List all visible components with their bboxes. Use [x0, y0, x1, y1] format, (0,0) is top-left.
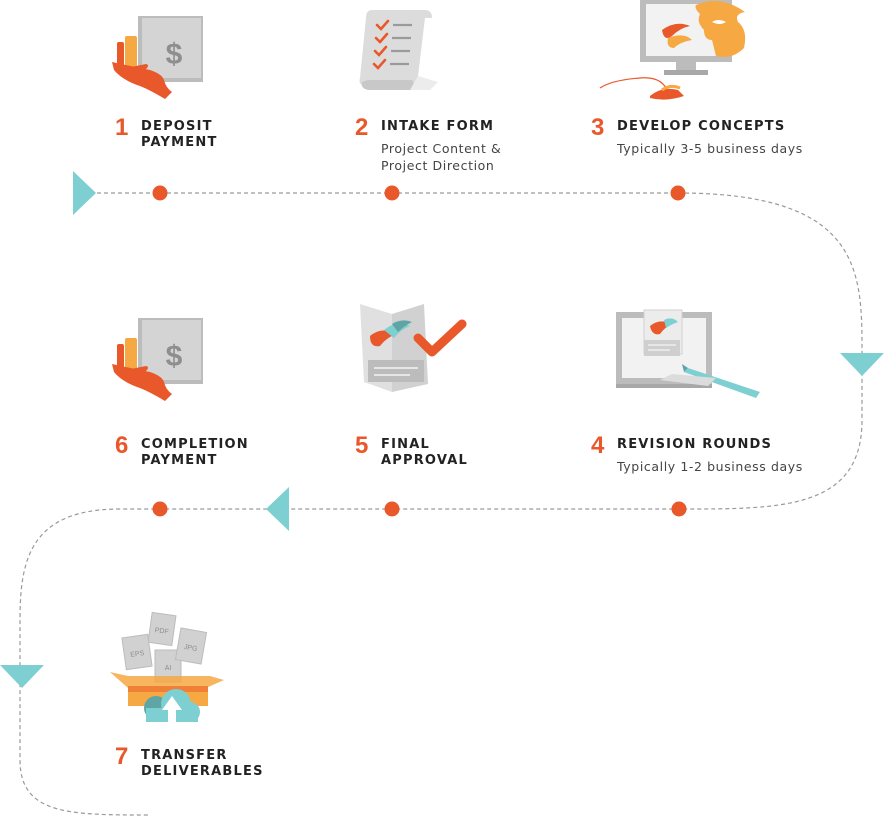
step-number: 5 — [355, 432, 369, 459]
revision-rounds-icon — [616, 309, 760, 398]
final-approval-icon — [360, 304, 467, 392]
step-title: FINAL APPROVAL — [381, 437, 468, 468]
step-dot — [670, 185, 686, 201]
step-subtitle: Project Content & Project Direction — [381, 141, 502, 173]
step-number: 1 — [115, 114, 129, 141]
arrow-down-icon — [840, 353, 884, 376]
svg-text:$: $ — [166, 340, 183, 373]
step-dot — [384, 185, 400, 201]
arrow-left-icon — [266, 487, 289, 531]
file-label: EPS — [130, 650, 145, 659]
arrow-down-icon — [0, 665, 44, 688]
file-label: AI — [165, 665, 172, 672]
file-icon: PDF — [147, 611, 177, 647]
arrow-right-icon — [73, 171, 96, 215]
step-dot — [384, 501, 400, 517]
step-title: REVISION ROUNDS — [617, 437, 773, 452]
step-number: 3 — [591, 114, 605, 141]
step-dot — [152, 501, 168, 517]
step-5: 5 FINAL APPROVAL — [355, 434, 468, 469]
step-6: 6 COMPLETION PAYMENT — [115, 434, 249, 469]
step-7: 7 TRANSFER DELIVERABLES — [115, 745, 264, 780]
completion-payment-icon: $ — [112, 318, 203, 401]
develop-concepts-icon — [599, 0, 746, 100]
file-icon: JPG — [174, 627, 208, 665]
intake-form-icon — [359, 10, 438, 90]
deposit-payment-icon: $ — [112, 16, 203, 99]
step-title: DEVELOP CONCEPTS — [617, 119, 786, 134]
process-path — [19, 192, 863, 816]
cloud-upload-icon — [144, 689, 200, 722]
step-title: TRANSFER DELIVERABLES — [141, 748, 264, 779]
step-3: 3 DEVELOP CONCEPTS Typically 3-5 busines… — [591, 116, 803, 157]
step-4: 4 REVISION ROUNDS Typically 1-2 business… — [591, 434, 803, 475]
step-subtitle: Typically 1-2 business days — [617, 459, 803, 474]
file-label: PDF — [154, 627, 169, 636]
step-1: 1 DEPOSIT PAYMENT — [115, 116, 218, 151]
step-dot — [152, 185, 168, 201]
step-number: 4 — [591, 432, 605, 459]
step-number: 7 — [115, 743, 129, 770]
svg-text:$: $ — [166, 38, 183, 71]
file-icon: EPS — [121, 633, 153, 671]
transfer-deliverables-icon: PDF EPS AI JPG — [110, 611, 224, 722]
step-title: DEPOSIT PAYMENT — [141, 119, 218, 150]
step-title: INTAKE FORM — [381, 119, 495, 134]
step-2: 2 INTAKE FORM Project Content & Project … — [355, 116, 501, 174]
step-title: COMPLETION PAYMENT — [141, 437, 249, 468]
step-number: 6 — [115, 432, 129, 459]
step-number: 2 — [355, 114, 369, 141]
step-subtitle: Typically 3-5 business days — [617, 141, 803, 156]
step-dot — [671, 501, 687, 517]
file-label: JPG — [183, 644, 198, 653]
